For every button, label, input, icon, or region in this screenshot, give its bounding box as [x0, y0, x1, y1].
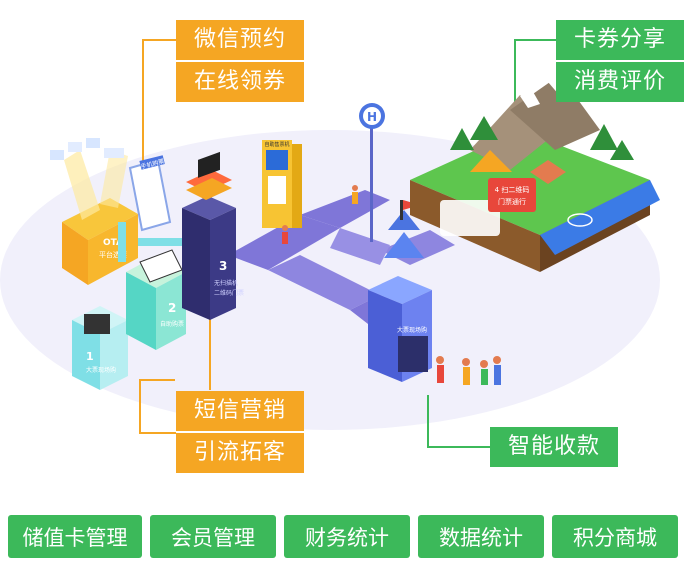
connector-line-top-left	[142, 39, 176, 200]
ota-label: OTA	[103, 238, 123, 248]
bus-stop-sign: H	[359, 103, 385, 242]
step3-number: 3	[219, 259, 227, 273]
callout-traffic-acquisition: 引流拓客	[176, 433, 304, 473]
step2-label: 自助购票	[160, 320, 184, 328]
visitors	[282, 185, 501, 385]
connector-line-mid-left	[139, 379, 176, 434]
step1-booth: 1 大票现场购	[72, 306, 128, 390]
kiosk-title: 自助售票机	[264, 141, 289, 148]
feature-stored-value-card: 储值卡管理	[8, 515, 142, 558]
ota-box: OTA 平台选票	[50, 138, 138, 285]
callout-smart-payment: 智能收款	[490, 427, 618, 467]
bus-sign-letter: H	[367, 110, 377, 124]
feature-financial-stats: 财务统计	[284, 515, 410, 558]
scenic-area: 4 扫二维码 门票通行	[410, 74, 660, 272]
ota-sublabel: 平台选票	[99, 250, 127, 259]
booth-sign: 大票现场购	[397, 326, 427, 334]
step1-label: 大票现场购	[86, 366, 116, 374]
feature-member-management: 会员管理	[150, 515, 276, 558]
connector-line-bottom-right	[427, 395, 490, 448]
step2-number: 2	[168, 301, 176, 315]
feature-data-stats: 数据统计	[418, 515, 544, 558]
step2-machine: 2 自助购票	[126, 249, 186, 350]
step4-label-b: 门票通行	[498, 197, 526, 206]
phone-illustration: 手机购票	[128, 155, 172, 232]
step4-label-a: 4 扫二维码	[495, 185, 530, 194]
step3-label-a: 无扫描机	[214, 279, 238, 287]
entry-gate: 大票现场购	[368, 200, 432, 382]
callout-wechat-booking: 微信预约	[176, 20, 304, 60]
callout-coupon-share: 卡券分享	[556, 20, 684, 60]
callout-sms-marketing: 短信营销	[176, 391, 304, 431]
feature-points-mall: 积分商城	[552, 515, 678, 558]
step3-tower: 3 无扫描机 二维码门票	[182, 151, 244, 320]
step1-number: 1	[86, 350, 94, 363]
self-service-kiosk: 自助售票机	[262, 140, 302, 228]
callout-review: 消费评价	[556, 62, 684, 102]
callout-online-coupon: 在线领券	[176, 62, 304, 102]
step3-label-b: 二维码门票	[214, 289, 244, 297]
